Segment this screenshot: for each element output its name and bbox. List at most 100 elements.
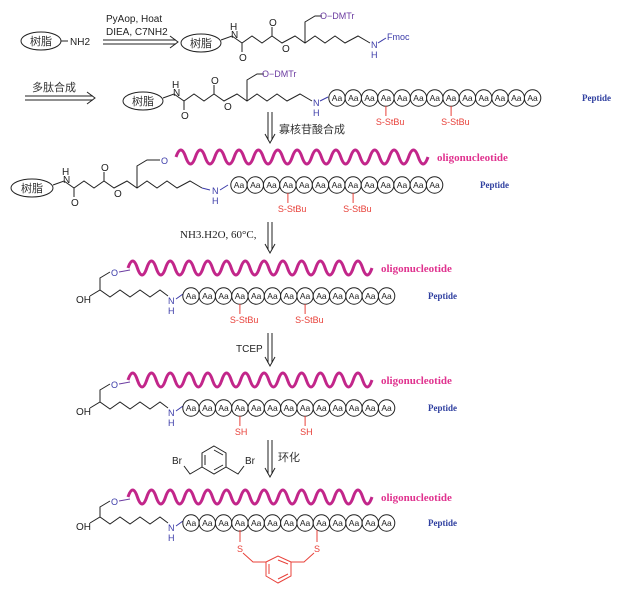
residue-label: Aa <box>413 93 424 103</box>
residue-label: Aa <box>315 180 326 190</box>
residue-label: Aa <box>381 518 392 528</box>
residue-label: Aa <box>397 93 408 103</box>
residue-label: Aa <box>202 518 213 528</box>
reaction-arrow-5: TCEP <box>236 333 276 368</box>
atom-h: H <box>371 50 378 60</box>
resin-amine: 树脂 NH2 <box>20 31 90 51</box>
residue-label: Aa <box>349 518 360 528</box>
residue-label: Aa <box>430 93 441 103</box>
protected-thiol-label: S-StBu <box>376 117 405 127</box>
reaction-arrow-6: 环化 Br Br <box>172 440 300 479</box>
residue-label: Aa <box>349 291 360 301</box>
resin-label: 树脂 <box>190 36 212 50</box>
oligonucleotide-label: oligonucleotide <box>437 152 508 164</box>
odmtr-group: O−DMTr <box>262 69 296 79</box>
amino-acid-residue <box>377 514 396 532</box>
oligonucleotide-label: oligonucleotide <box>381 263 452 275</box>
oligonucleotide-strand <box>126 488 374 506</box>
protected-thiol-label: S-StBu <box>278 204 307 214</box>
phosphate-link <box>118 381 131 385</box>
reaction-arrow-1: PyAop, Hoat DIEA, C7NH2 <box>103 14 179 49</box>
residue-label: Aa <box>527 93 538 103</box>
peptide-label: Peptide <box>480 180 509 190</box>
residue-label: Aa <box>365 403 376 413</box>
atom-h: H <box>172 80 179 91</box>
residue-label: Aa <box>495 93 506 103</box>
alkyl-chain <box>99 383 111 402</box>
reaction-arrow-4: NH3.H2O, 60°C, <box>180 222 276 255</box>
residue-label: Aa <box>364 180 375 190</box>
oxygen-atom: O <box>111 268 118 278</box>
residue-label: Aa <box>365 291 376 301</box>
residue-label: Aa <box>300 403 311 413</box>
residue-label: Aa <box>332 180 343 190</box>
residue-label: Aa <box>299 180 310 190</box>
alkyl-chain <box>89 289 169 298</box>
residue-label: Aa <box>332 403 343 413</box>
amino-acid-residue <box>377 287 396 305</box>
atom-h: H <box>230 22 237 33</box>
atom-o: O <box>161 156 168 166</box>
dibromo-xylene: Br Br <box>172 445 256 475</box>
resin-label: 树脂 <box>21 181 43 195</box>
peptide-synthesis-label: 多肽合成 <box>32 80 76 94</box>
nitrogen-atom: N <box>168 296 175 306</box>
residue-label: Aa <box>202 403 213 413</box>
free-thiol-label: SH <box>235 427 248 437</box>
peptide-label: Peptide <box>428 291 457 301</box>
amide-bond <box>175 520 184 527</box>
oligo-synthesis-label: 寡核苷酸合成 <box>279 122 345 136</box>
residue-label: Aa <box>332 291 343 301</box>
residue-label: Aa <box>186 518 197 528</box>
residue-label: Aa <box>332 518 343 528</box>
protected-thiol-label: S-StBu <box>441 117 470 127</box>
residue-label: Aa <box>266 180 277 190</box>
free-thiol-label: SH <box>300 427 313 437</box>
reaction-arrow-3: 寡核苷酸合成 <box>264 112 345 145</box>
residue-label: Aa <box>381 291 392 301</box>
atom-o: O <box>224 102 232 113</box>
atom-n: N <box>173 88 180 99</box>
resin-label: 树脂 <box>132 94 154 108</box>
residue-label: Aa <box>348 180 359 190</box>
cyclization-label: 环化 <box>278 450 300 464</box>
residue-label: Aa <box>413 180 424 190</box>
residue-label: Aa <box>381 403 392 413</box>
nh-hydrogen: H <box>168 418 175 428</box>
atom-o: O <box>282 44 290 55</box>
protected-thiol-label: S-StBu <box>230 315 259 325</box>
protected-thiol-label: S-StBu <box>295 315 324 325</box>
odmtr-group: O−DMTr <box>320 11 354 21</box>
residue-label: Aa <box>235 518 246 528</box>
atom-o: O <box>269 18 277 29</box>
oxygen-atom: O <box>111 497 118 507</box>
residue-label: Aa <box>462 93 473 103</box>
residue-label: Aa <box>300 291 311 301</box>
atom-n: N <box>371 40 378 50</box>
atom-o: O <box>181 111 189 122</box>
atom-h: H <box>62 167 69 178</box>
amine-label: NH2 <box>70 37 90 48</box>
resin-linker-fmoc: 树脂 H N O O O O−DMTr N H Fmoc <box>180 11 410 64</box>
protected-thiol-label: S-StBu <box>343 204 372 214</box>
atom-o: O <box>101 163 109 174</box>
residue-label: Aa <box>251 291 262 301</box>
amide-bond <box>175 293 184 300</box>
nh-hydrogen: H <box>168 306 175 316</box>
oligonucleotide-strand <box>126 259 374 277</box>
amino-acid-residue <box>377 399 396 417</box>
atom-h: H <box>212 196 219 206</box>
residue-label: Aa <box>381 93 392 103</box>
atom-o: O <box>114 189 122 200</box>
residue-label: Aa <box>284 291 295 301</box>
residue-label: Aa <box>284 403 295 413</box>
residue-label: Aa <box>316 518 327 528</box>
atom-n: N <box>63 175 70 186</box>
residue-label: Aa <box>218 403 229 413</box>
residue-label: Aa <box>186 291 197 301</box>
residue-label: Aa <box>218 518 229 528</box>
